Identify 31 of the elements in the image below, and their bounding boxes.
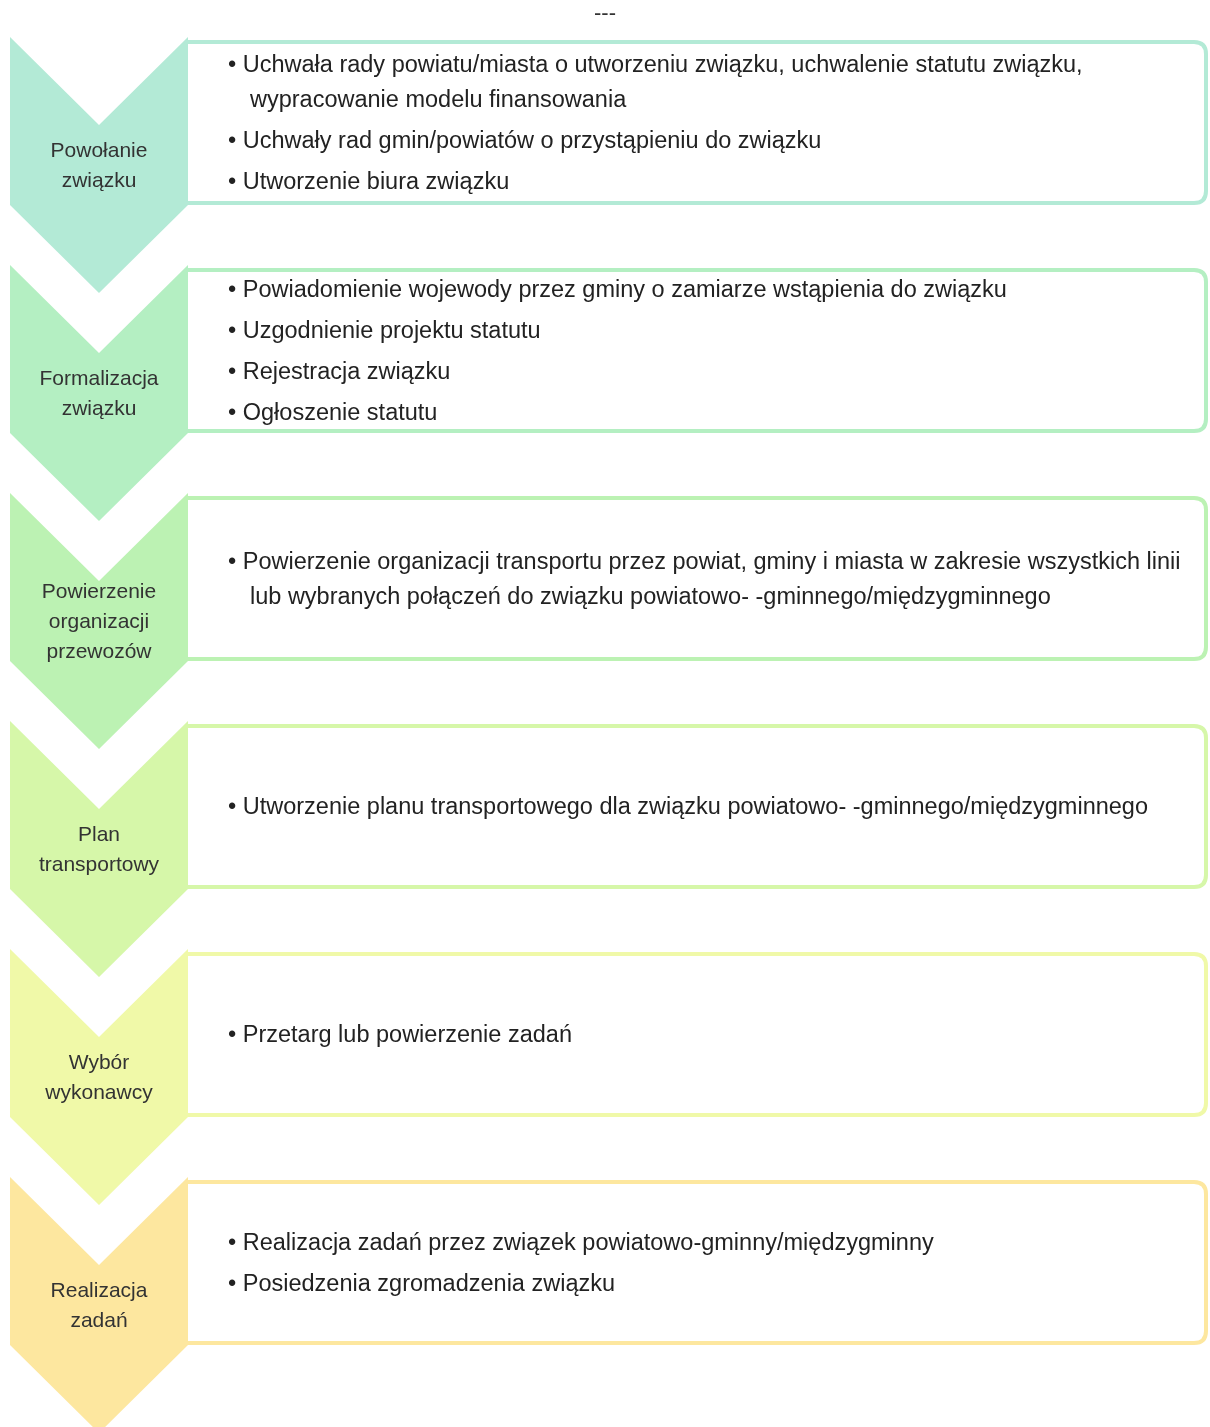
content-panel	[188, 724, 1208, 889]
content-panel	[188, 268, 1208, 433]
bullet-item: • Powiadomienie wojewody przez gminy o zamiarze wstąpienia do związku	[228, 274, 1008, 304]
step-label-block	[10, 493, 188, 749]
bullet-item: • Realizacja zadań przez związek powiatowo-gminny/międzygminny	[228, 1227, 935, 1257]
bullet-item: • Posiedzenia zgromadzenia związku	[228, 1268, 617, 1298]
content-panel	[188, 952, 1208, 1117]
bullet-item: • Utworzenie biura związku	[228, 166, 511, 196]
bullet-item: • Powierzenie organizacji transportu przez powiat, gminy i miasta w zakresie wszystkich linii lub wybranych połączeń do związku powiatowo- -gminnego/międzygminnego	[228, 546, 1182, 611]
bullet-item: • Rejestracja związku	[228, 356, 452, 386]
bullet-item: • Uchwały rad gmin/powiatów o przystąpieniu do związku	[228, 125, 823, 155]
bullet-item: • Uchwała rady powiatu/miasta o utworzeniu związku, uchwalenie statutu związku, wypracowanie modelu finansowania	[228, 49, 1084, 114]
header-note: ---	[593, 0, 617, 26]
bullet-item: • Utworzenie planu transportowego dla związku powiatowo- -gminnego/międzygminnego	[228, 792, 1149, 821]
step-label-block	[10, 721, 188, 977]
bullet-item: • Przetarg lub powierzenie zadań	[228, 1020, 573, 1049]
step-label-block	[10, 265, 188, 521]
bullet-item: • Ogłoszenie statutu	[228, 397, 439, 427]
step-label: Plan transportowy	[37, 821, 161, 877]
step-label: Powierzenie organizacji przewozów	[40, 578, 158, 664]
step-label: Wybór wykonawcy	[44, 1049, 154, 1105]
content-panel	[188, 1180, 1208, 1345]
content-panel	[188, 496, 1208, 661]
step-label: Powołanie związku	[49, 137, 149, 193]
step-label: Realizacja zadań	[49, 1277, 149, 1333]
bullet-item: • Uzgodnienie projektu statutu	[228, 315, 542, 345]
step-label-block	[10, 37, 188, 293]
step-label-block	[10, 1177, 188, 1427]
step-label-block	[10, 949, 188, 1205]
step-label: Formalizacja związku	[38, 365, 160, 421]
content-panel	[188, 40, 1208, 205]
